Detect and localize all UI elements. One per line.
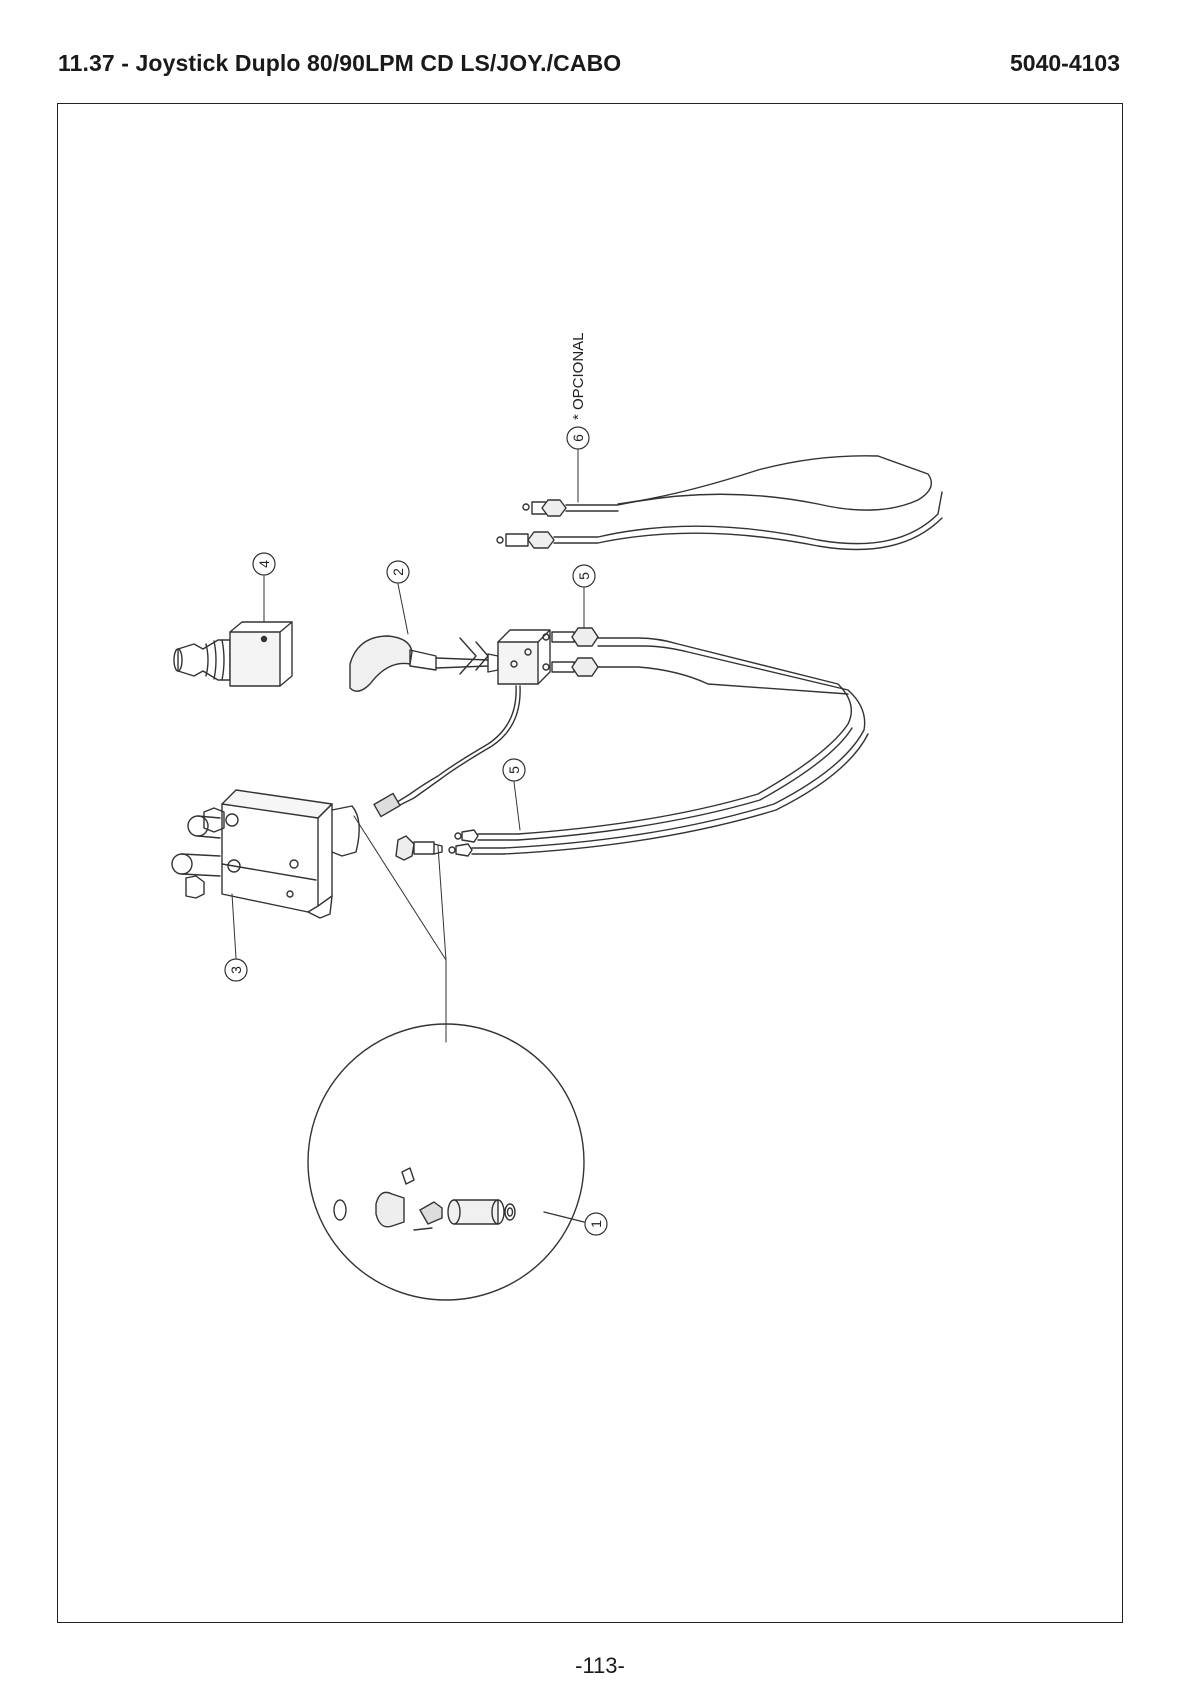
optional-note: * OPCIONAL <box>570 332 587 420</box>
connector-fitting <box>395 835 443 861</box>
part-3-valve-body <box>171 789 360 919</box>
exploded-view-diagram: 4 2 5 5 3 1 6 * OPCIONAL <box>171 332 943 1301</box>
part-1-detail-circle <box>307 1023 585 1301</box>
svg-text:4: 4 <box>256 560 272 568</box>
callout-5-lower: 5 <box>502 758 526 782</box>
diagram-frame: 4 2 5 5 3 1 6 * OPCIONAL <box>57 103 1123 1623</box>
part-code: 5040-4103 <box>1010 50 1120 76</box>
callout-4: 4 <box>252 552 276 576</box>
callout-6: 6 <box>566 426 590 450</box>
page-title: 11.37 - Joystick Duplo 80/90LPM CD LS/JO… <box>58 50 622 76</box>
svg-text:5: 5 <box>506 766 522 774</box>
page-number: -113- <box>575 1653 625 1678</box>
svg-text:6: 6 <box>570 434 586 442</box>
part-6-optional-hoses <box>496 455 943 551</box>
svg-text:5: 5 <box>576 572 592 580</box>
svg-text:2: 2 <box>390 568 406 576</box>
callout-2: 2 <box>386 560 410 584</box>
svg-text:3: 3 <box>228 966 244 974</box>
part-4-boot <box>173 621 293 687</box>
part-5-fittings-upper <box>542 627 849 695</box>
part-5-hoses-lower <box>448 637 869 857</box>
callout-leaders <box>231 448 585 959</box>
svg-text:1: 1 <box>588 1220 604 1228</box>
callout-5-upper: 5 <box>572 564 596 588</box>
callout-3: 3 <box>224 958 248 982</box>
detail-leaders <box>353 815 447 1043</box>
page-header: 11.37 - Joystick Duplo 80/90LPM CD LS/JO… <box>58 50 1120 84</box>
part-2-joystick-lever <box>349 629 551 818</box>
callout-1: 1 <box>584 1212 608 1236</box>
